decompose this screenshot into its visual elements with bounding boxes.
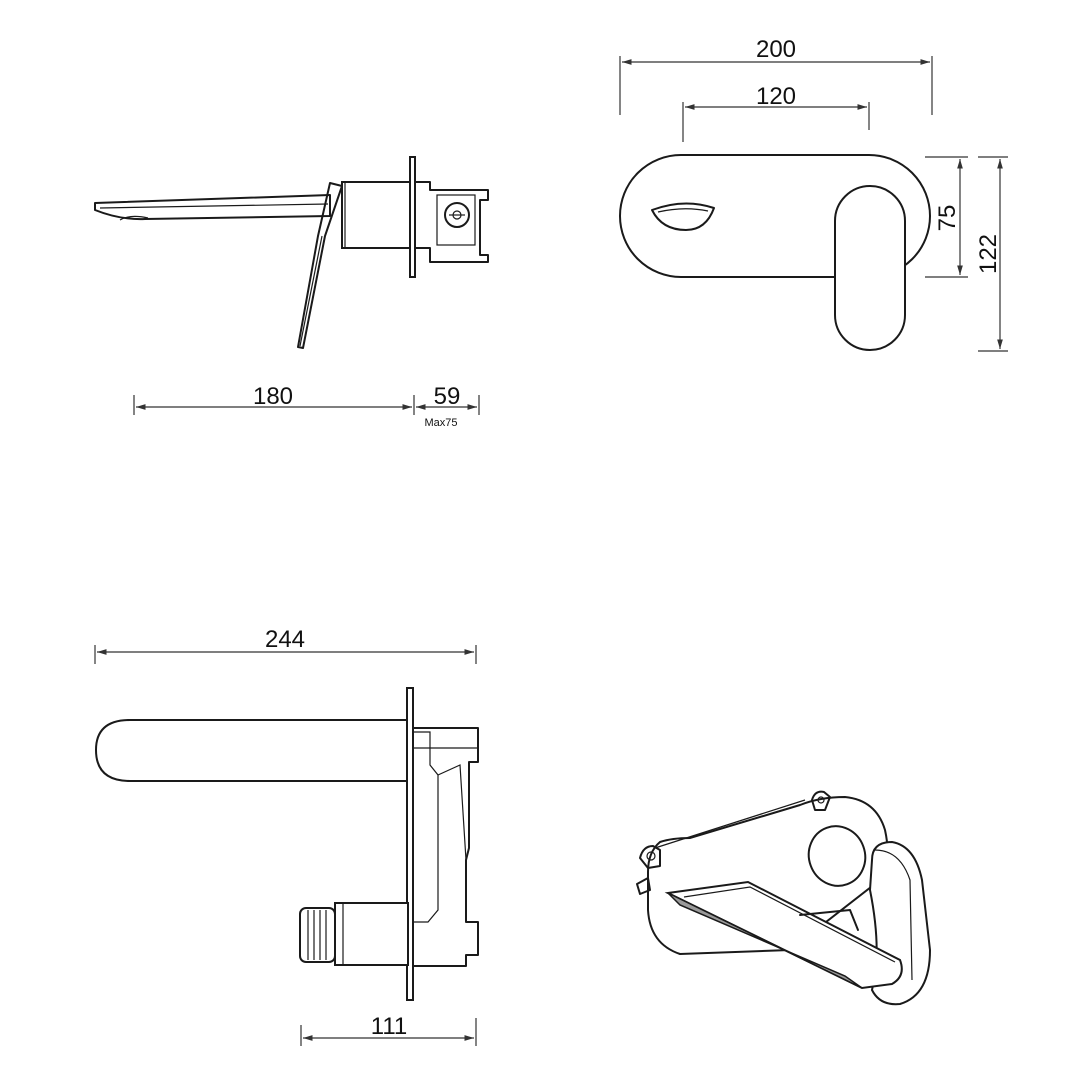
front-dimensions: 200 120 75 122 xyxy=(619,36,1008,352)
dim-front-inner-width: 120 xyxy=(756,83,796,110)
dim-front-plate-height: 75 xyxy=(934,205,961,232)
dim-wall-depth-max: Max75 xyxy=(424,417,457,429)
dim-front-total-height: 122 xyxy=(975,234,1002,274)
top-dimensions: 244 111 xyxy=(94,626,477,1046)
isometric-view xyxy=(636,790,932,1006)
front-view xyxy=(619,154,931,351)
side-view xyxy=(94,156,489,349)
dim-top-length: 244 xyxy=(265,626,305,653)
side-dimensions: 180 59 Max75 xyxy=(133,383,480,429)
dim-side-length: 180 xyxy=(253,383,293,410)
top-view xyxy=(95,687,479,1001)
dim-top-body-length: 111 xyxy=(371,1013,407,1040)
dim-front-width: 200 xyxy=(756,36,796,63)
dim-wall-depth: 59 xyxy=(434,383,461,410)
